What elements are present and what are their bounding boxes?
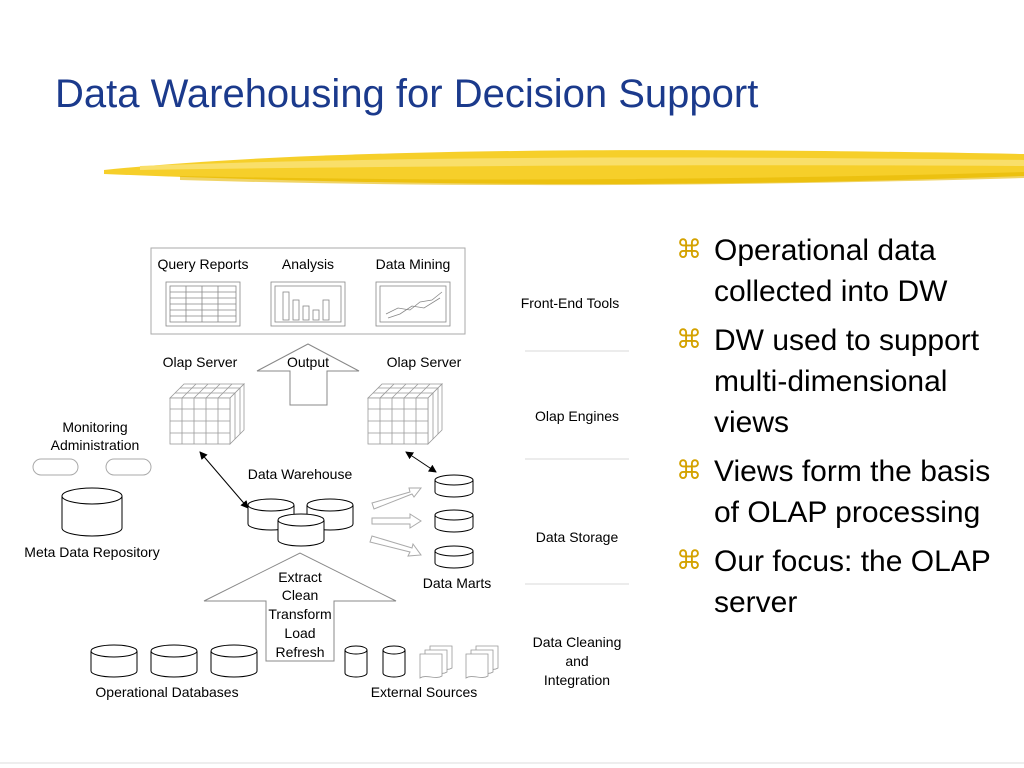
external-sources-icon (344, 645, 406, 678)
bullet-text: Operational data collected into DW (714, 234, 948, 308)
etl-arrow-icon (203, 552, 397, 662)
command-key-icon: ⌘ (676, 546, 702, 576)
layer-front-end-tools: Front-End Tools (521, 295, 620, 311)
bullet-item: ⌘ Views form the basis of OLAP processin… (676, 451, 1016, 533)
command-key-icon: ⌘ (676, 325, 702, 355)
operational-databases-label: Operational Databases (95, 684, 238, 700)
bullet-text: Our focus: the OLAP server (714, 545, 991, 619)
olap-cube-left-icon (169, 383, 245, 445)
etl-step-clean: Clean (282, 587, 319, 603)
footer-divider (0, 762, 1024, 764)
etl-step-load: Load (284, 625, 315, 641)
data-mart-icons (434, 474, 474, 569)
warehouse-olap-arrow-icon (199, 451, 249, 509)
etl-step-refresh: Refresh (275, 644, 324, 660)
administration-tool-icon (105, 458, 152, 476)
bullet-item: ⌘ DW used to support multi-dimensional v… (676, 320, 1016, 443)
brush-stroke-decoration (104, 150, 1024, 186)
data-warehouse-label: Data Warehouse (248, 466, 353, 482)
table-icon (165, 281, 241, 327)
output-arrow-icon (256, 343, 360, 406)
bullet-list: ⌘ Operational data collected into DW ⌘ D… (676, 230, 1016, 631)
slide-title: Data Warehousing for Decision Support (55, 72, 759, 116)
layer-data-storage: Data Storage (536, 529, 619, 545)
tool-label-analysis: Analysis (282, 256, 334, 272)
output-label: Output (287, 354, 329, 370)
monitoring-label: Monitoring (62, 419, 127, 435)
monitoring-tool-icon (32, 458, 79, 476)
to-data-marts-arrows-icon (369, 487, 423, 557)
data-marts-label: Data Marts (423, 575, 491, 591)
tool-label-query-reports: Query Reports (157, 256, 248, 272)
tool-label-data-mining: Data Mining (376, 256, 451, 272)
front-end-tools-box: Query Reports Analysis Data Mining (150, 247, 466, 335)
bullet-item: ⌘ Operational data collected into DW (676, 230, 1016, 312)
document-stack-icons (419, 645, 499, 679)
etl-step-extract: Extract (278, 569, 322, 585)
operational-databases-icon (90, 644, 258, 678)
bar-chart-icon (270, 281, 346, 327)
olap-server-right-label: Olap Server (387, 354, 462, 370)
bullet-text: Views form the basis of OLAP processing (714, 455, 991, 529)
bullet-text: DW used to support multi-dimensional vie… (714, 324, 980, 439)
meta-data-repository-icon (61, 487, 123, 537)
meta-repo-label: Meta Data Repository (24, 544, 159, 560)
marts-olap-arrow-icon (405, 451, 437, 473)
etl-step-transform: Transform (268, 606, 331, 622)
external-sources-label: External Sources (371, 684, 478, 700)
olap-cube-right-icon (367, 383, 443, 445)
line-chart-icon (375, 281, 451, 327)
layer-dividers (525, 350, 629, 585)
command-key-icon: ⌘ (676, 235, 702, 265)
olap-server-left-label: Olap Server (163, 354, 238, 370)
command-key-icon: ⌘ (676, 456, 702, 486)
administration-label: Administration (51, 437, 140, 453)
bullet-item: ⌘ Our focus: the OLAP server (676, 541, 1016, 623)
layer-olap-engines: Olap Engines (535, 408, 619, 424)
data-warehouse-icon (247, 498, 354, 547)
